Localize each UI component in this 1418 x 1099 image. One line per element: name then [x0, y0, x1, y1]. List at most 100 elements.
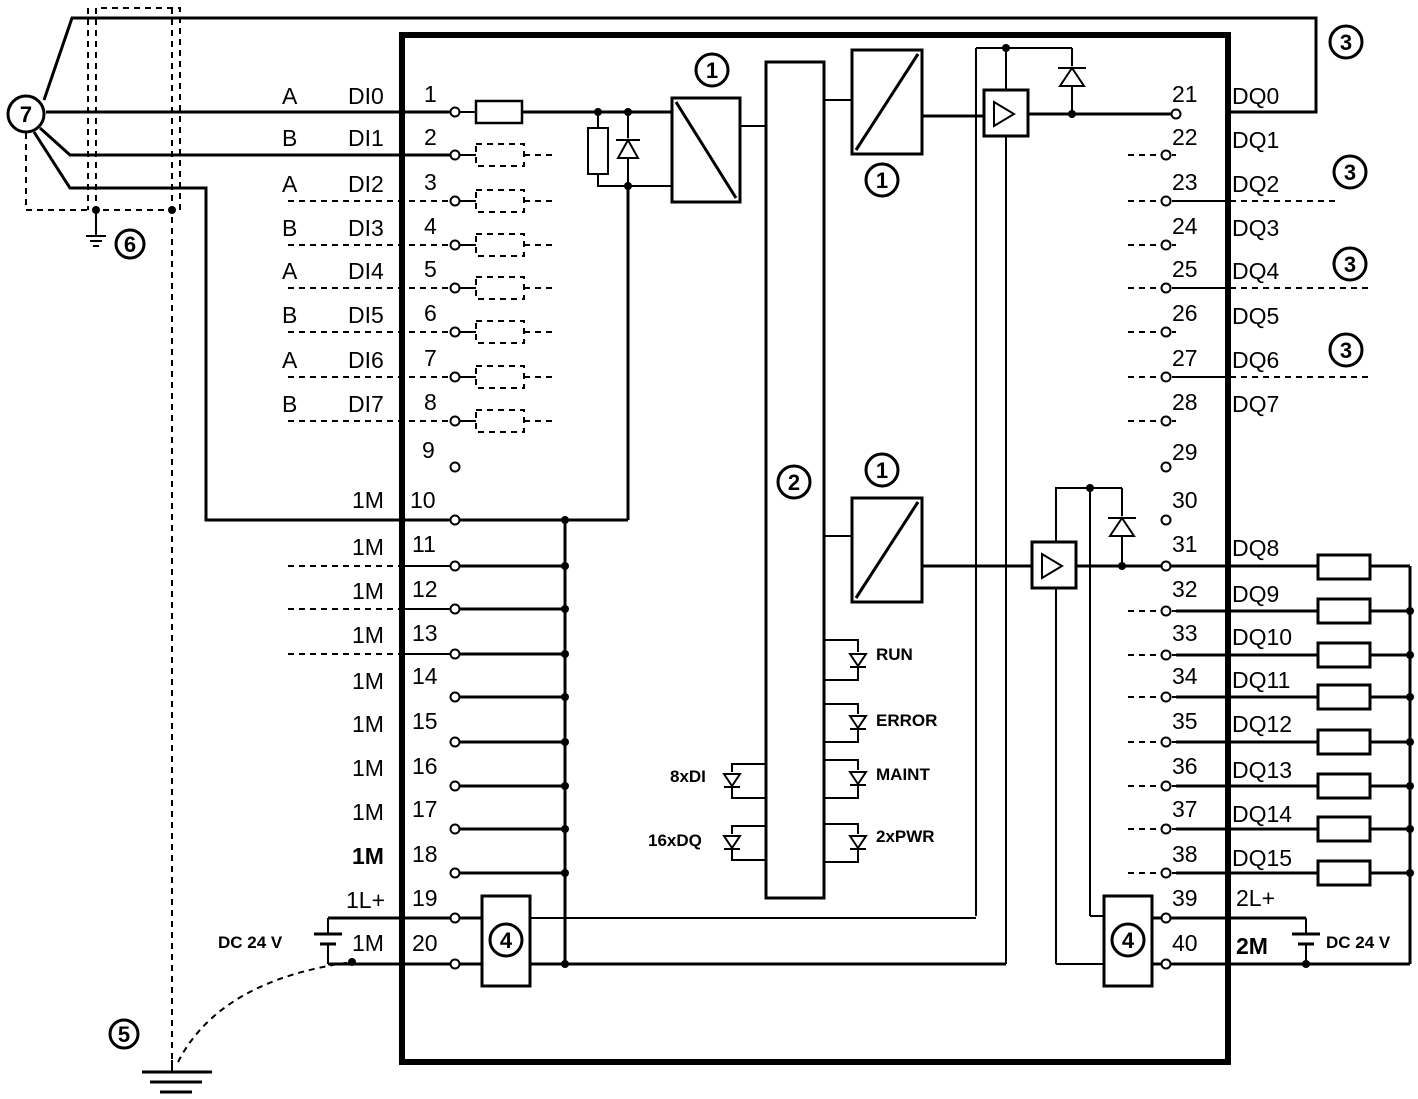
ch-label: DQ14 [1232, 801, 1292, 827]
ch-label: DI7 [348, 391, 384, 417]
ch-label: DQ7 [1232, 391, 1279, 417]
sig-label: A [282, 83, 298, 109]
callout-4-left: 4 [500, 928, 513, 953]
ch-label: DQ5 [1232, 303, 1279, 329]
module-housing [399, 32, 1231, 1065]
pin-label: 15 [412, 708, 438, 734]
pin-label: 34 [1172, 663, 1198, 689]
pin-label: 13 [412, 620, 438, 646]
pin-label: 11 [412, 531, 436, 557]
pin-label: 28 [1172, 389, 1198, 415]
pin-label: 38 [1172, 841, 1198, 867]
callout-3: 3 [1344, 252, 1356, 277]
ch-label: DQ11 [1232, 667, 1290, 693]
input-placeholders [288, 111, 552, 433]
ch-label: DQ13 [1232, 757, 1292, 783]
ch-label: DI6 [348, 347, 384, 373]
sig-label: B [282, 125, 297, 151]
status-leds-right [824, 639, 868, 863]
terminals-left [449, 106, 461, 970]
callout-7: 7 [20, 102, 32, 127]
pin-label: 24 [1172, 213, 1198, 239]
ch-label: DQ3 [1232, 215, 1279, 241]
ch-label: DI5 [348, 302, 384, 328]
callout-3: 3 [1340, 338, 1352, 363]
pin-label: 20 [412, 930, 438, 956]
ch-label: DI2 [348, 171, 384, 197]
sig-label: A [282, 258, 298, 284]
ch-label: DQ6 [1232, 347, 1279, 373]
bus-label: 1M [352, 622, 384, 648]
sig-label: A [282, 347, 298, 373]
bus-label: 1L+ [346, 887, 385, 913]
output-circuit-bottom [824, 484, 1176, 965]
callout-3: 3 [1340, 30, 1352, 55]
pin-label: 27 [1172, 345, 1198, 371]
backplane-bus [764, 60, 826, 900]
pin-label: 9 [422, 437, 435, 463]
pin-label: 30 [1172, 487, 1198, 513]
input-resistor [474, 99, 524, 125]
pin-label: 14 [412, 663, 438, 689]
ch-label: DQ4 [1232, 258, 1280, 284]
ch-label: DQ15 [1232, 845, 1292, 871]
supply-left [314, 894, 1006, 988]
bus-label: 1M [352, 799, 384, 825]
input-circuit [587, 96, 766, 520]
pin-label: 8 [424, 389, 437, 415]
pin-label: 37 [1172, 796, 1198, 822]
pin-label: 19 [412, 885, 438, 911]
callout-1-output-bottom: 1 [876, 458, 888, 483]
pin-label: 39 [1172, 885, 1198, 911]
pin-label: 31 [1172, 531, 1198, 557]
led-label-error: ERROR [876, 711, 937, 730]
output-loads [1128, 154, 1414, 887]
pin-label: 4 [424, 213, 437, 239]
output-circuit-top [824, 44, 1176, 964]
pin-label: 22 [1172, 124, 1198, 150]
bus-label: 1M [352, 578, 384, 604]
pin-label: 33 [1172, 620, 1198, 646]
pin-label: 17 [412, 796, 438, 822]
ch-label: DQ1 [1232, 127, 1279, 153]
pin-label: 16 [412, 753, 438, 779]
pin-label: 26 [1172, 300, 1198, 326]
bus-label: 1M [352, 534, 384, 560]
ch-label: DI3 [348, 215, 384, 241]
pin-label: 29 [1172, 439, 1198, 465]
ch-label: DQ0 [1232, 83, 1279, 109]
led-label-maint: MAINT [876, 765, 930, 784]
ch-label: DI4 [348, 258, 384, 284]
sensor-wiring [25, 7, 1318, 1060]
callout-6: 6 [124, 232, 136, 257]
pin-label: 2 [424, 124, 437, 150]
sig-label: A [282, 171, 298, 197]
ch-label: DQ12 [1232, 711, 1292, 737]
bus-label: 1M [352, 755, 384, 781]
pin-label: 40 [1172, 930, 1198, 956]
callout-5: 5 [118, 1022, 130, 1047]
pin-label: 12 [412, 576, 438, 602]
pin-label: 23 [1172, 169, 1198, 195]
input-labels: A DI0 1 B DI1 2 A DI2 3 B DI3 4 A DI4 5 … [282, 81, 437, 417]
output-labels: 21 DQ0 22 DQ1 23 DQ2 24 DQ3 25 DQ4 26 DQ… [1172, 81, 1292, 959]
bus-label: 1M [352, 843, 384, 869]
status-leds-left [722, 763, 766, 861]
left-pin-labels: 9 10 1M 11 1M 12 1M 13 1M 14 1M 15 1M 16… [346, 437, 438, 956]
pin-label: 36 [1172, 753, 1198, 779]
bus-label: 1M [352, 668, 384, 694]
sig-label: B [282, 391, 297, 417]
pin-label: 21 [1172, 81, 1198, 107]
callout-1-input: 1 [706, 58, 718, 83]
ch-label: DI0 [348, 83, 384, 109]
sig-label: B [282, 215, 297, 241]
pin-label: 25 [1172, 256, 1198, 282]
ch-label: DQ2 [1232, 171, 1279, 197]
pin-label: 35 [1172, 708, 1198, 734]
pin-label: 18 [412, 841, 438, 867]
led-label-run: RUN [876, 645, 913, 664]
bus-label: 1M [352, 930, 384, 956]
led-label-pwr: 2xPWR [876, 827, 935, 846]
pin-label: 1 [424, 81, 437, 107]
pin-label: 3 [424, 169, 437, 195]
